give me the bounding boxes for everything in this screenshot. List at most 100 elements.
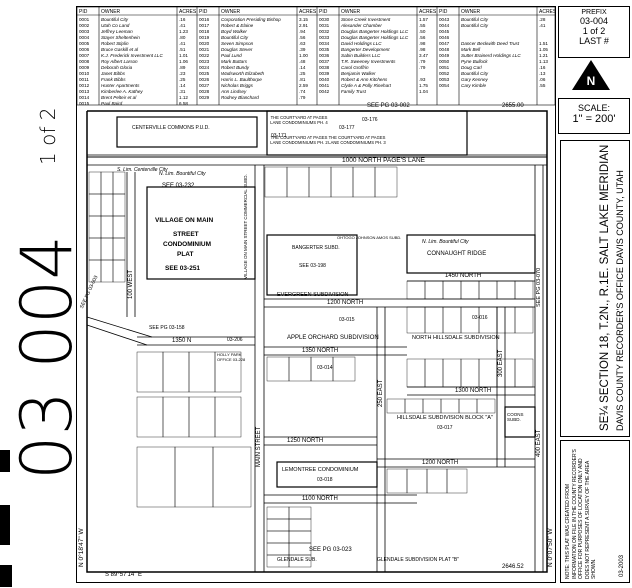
lot (406, 280, 426, 300)
table-header: OWNER (101, 9, 121, 15)
prefix-label: PREFIX (581, 9, 607, 16)
table-cell: 0004 (79, 35, 90, 40)
lot (266, 356, 290, 382)
prefix-box: PREFIX 03-004 1 of 2 LAST # (558, 6, 630, 58)
table-cell: .55 (419, 23, 426, 28)
table-cell: 1.21 (539, 53, 548, 58)
table-cell: Douglas Bangerter Holdings LLC (341, 29, 409, 34)
lot (288, 506, 312, 520)
table-cell: Benjamin Walker (341, 71, 376, 76)
table-cell: Cary Kimble (461, 83, 486, 88)
table-cell: 1.57 (419, 17, 428, 22)
table-cell: 0021 (199, 47, 210, 52)
table-cell: 0008 (79, 59, 90, 64)
table-cell: 0038 (319, 65, 330, 70)
table-cell: .80 (179, 35, 186, 40)
table-cell: Bangerter Development (341, 47, 390, 52)
table-cell: 0051 (439, 65, 450, 70)
table-cell: 0012 (79, 83, 90, 88)
lot (406, 468, 428, 494)
lot (332, 356, 356, 382)
lot (426, 468, 448, 494)
table-header: ACRES (299, 9, 317, 15)
table-cell: 0024 (199, 65, 210, 70)
table-cell: Alexander Chamber (340, 23, 382, 28)
lot (266, 518, 290, 532)
table-cell: 0035 (319, 47, 330, 52)
table-cell: 0050 (439, 59, 450, 64)
lot (424, 306, 444, 334)
lot (136, 351, 164, 393)
lot (308, 166, 332, 198)
lot (514, 358, 534, 388)
table-header: ACRES (179, 9, 197, 15)
table-cell: Mark Buttars (221, 59, 248, 64)
scale-box: SCALE: 1" = 200' (558, 98, 630, 134)
table-cell: 0015 (79, 101, 90, 106)
lot (496, 280, 516, 300)
streets (86, 154, 547, 572)
lot (100, 259, 114, 283)
table-cell: Bountiful City (221, 35, 249, 40)
prefix-code: 03-004 (579, 16, 609, 26)
table-cell: 0043 (439, 17, 450, 22)
table-cell: .79 (299, 95, 306, 100)
table-cell: Jeffrey Leeman (100, 29, 133, 34)
table-cell: 0009 (79, 65, 90, 70)
registration-mark (0, 505, 10, 545)
table-cell: Carol Groffrin (341, 65, 369, 70)
lot (214, 396, 242, 438)
table-cell: 0011 (79, 77, 89, 82)
table-cell: Gary Kenney (461, 77, 489, 82)
lot (88, 193, 102, 217)
lot (162, 351, 190, 393)
table-cell: 1.01 (179, 53, 188, 58)
table-cell: 0044 (439, 23, 450, 28)
lot (352, 166, 376, 198)
table-cell: 0002 (79, 23, 90, 28)
table-cell: .51 (179, 47, 186, 52)
table-cell: 1.23 (179, 29, 188, 34)
table-cell: 0019 (199, 35, 210, 40)
table-cell: 0037 (319, 59, 330, 64)
table-cell: 0001 (79, 17, 90, 22)
table-cell: David Holdings LLC (341, 41, 382, 46)
lot (422, 398, 442, 414)
table-cell: Dancer Beckwith Deed Trust (461, 41, 520, 46)
table-cell: 3.47 (419, 53, 428, 58)
table-cell: Stone Creek Investment (341, 17, 391, 22)
lot (424, 358, 444, 388)
table-cell: 0045 (439, 29, 450, 34)
sheet-page-note: 1 of 2 (36, 107, 60, 165)
lot (112, 215, 126, 239)
table-cell: 3.15 (299, 17, 308, 22)
table-cell: Bountiful City (461, 23, 489, 28)
table-cell: Nicholas Briggs (221, 83, 254, 88)
lot (288, 518, 312, 532)
table-cell: Bountiful City (461, 17, 489, 22)
lot (424, 280, 444, 300)
table-cell: Douglas Stever (221, 47, 253, 52)
table-cell: .16 (539, 65, 546, 70)
lot (478, 306, 498, 334)
lot (458, 398, 478, 414)
note-block: NOTE: THIS PLAT WAS CREATED FROM INFORMA… (560, 440, 630, 583)
table-cell: 0027 (199, 83, 210, 88)
table-cell: 0049 (439, 53, 450, 58)
table-cell: Deborah Gloria (101, 65, 133, 70)
table-cell: 0018 (199, 29, 210, 34)
registration-mark (0, 565, 12, 587)
table-cell: Utah Co Land (101, 23, 130, 28)
lot (440, 398, 460, 414)
table-cell: .79 (419, 59, 426, 64)
table-cell: 0047 (439, 41, 450, 46)
table-header: OWNER (341, 9, 361, 15)
lot (386, 468, 408, 494)
lot (112, 237, 126, 261)
table-cell: Bountiful City (101, 17, 129, 22)
table-cell: .93 (419, 77, 426, 82)
table-cell: 1.05 (539, 47, 548, 52)
lot (214, 351, 242, 393)
title-line-1: SE¼ SECTION 18, T.2N., R.1E. SALT LAKE M… (599, 144, 611, 431)
